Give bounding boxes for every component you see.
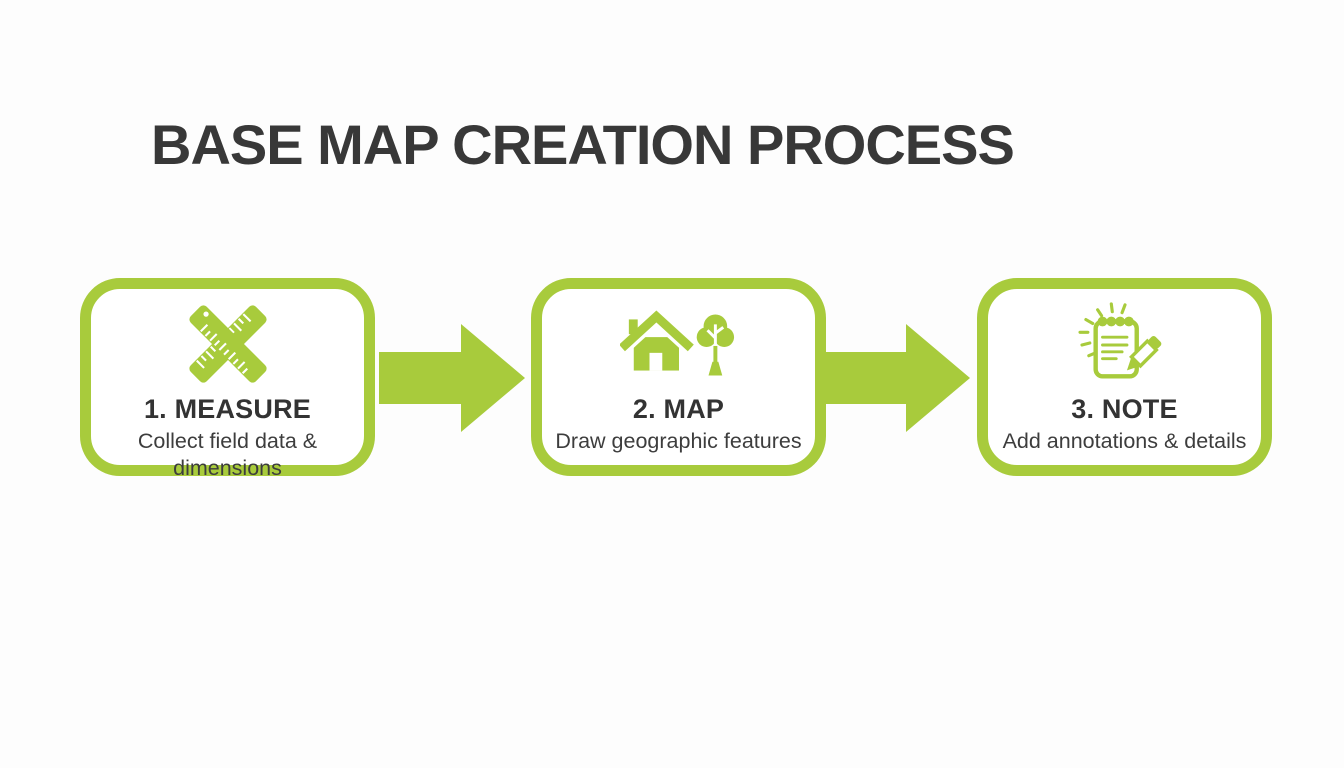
step-label: 1. MEASURE [143, 394, 312, 424]
step-description: Collect field data & dimensions [137, 428, 318, 480]
step-label: 3. NOTE [1071, 394, 1178, 424]
step-description: Add annotations & details [1002, 428, 1247, 453]
step-description: Draw geographic features [555, 428, 802, 453]
step-card-map: 2. MAP Draw geographic features [531, 278, 826, 476]
step-label: 2. MAP [632, 394, 725, 424]
notepad-and-pencil-icon [1076, 297, 1174, 391]
page-title: BASE MAP CREATION PROCESS [151, 113, 1015, 176]
house-and-tree-icon [619, 297, 738, 391]
crossed-rulers-icon [181, 297, 275, 391]
step-card-note: 3. NOTE Add annotations & details [977, 278, 1272, 476]
step-card-measure: 1. MEASURE Collect field data & dimensio… [80, 278, 375, 480]
arrow-right-icon [379, 324, 525, 432]
arrow-right-icon [824, 324, 970, 432]
